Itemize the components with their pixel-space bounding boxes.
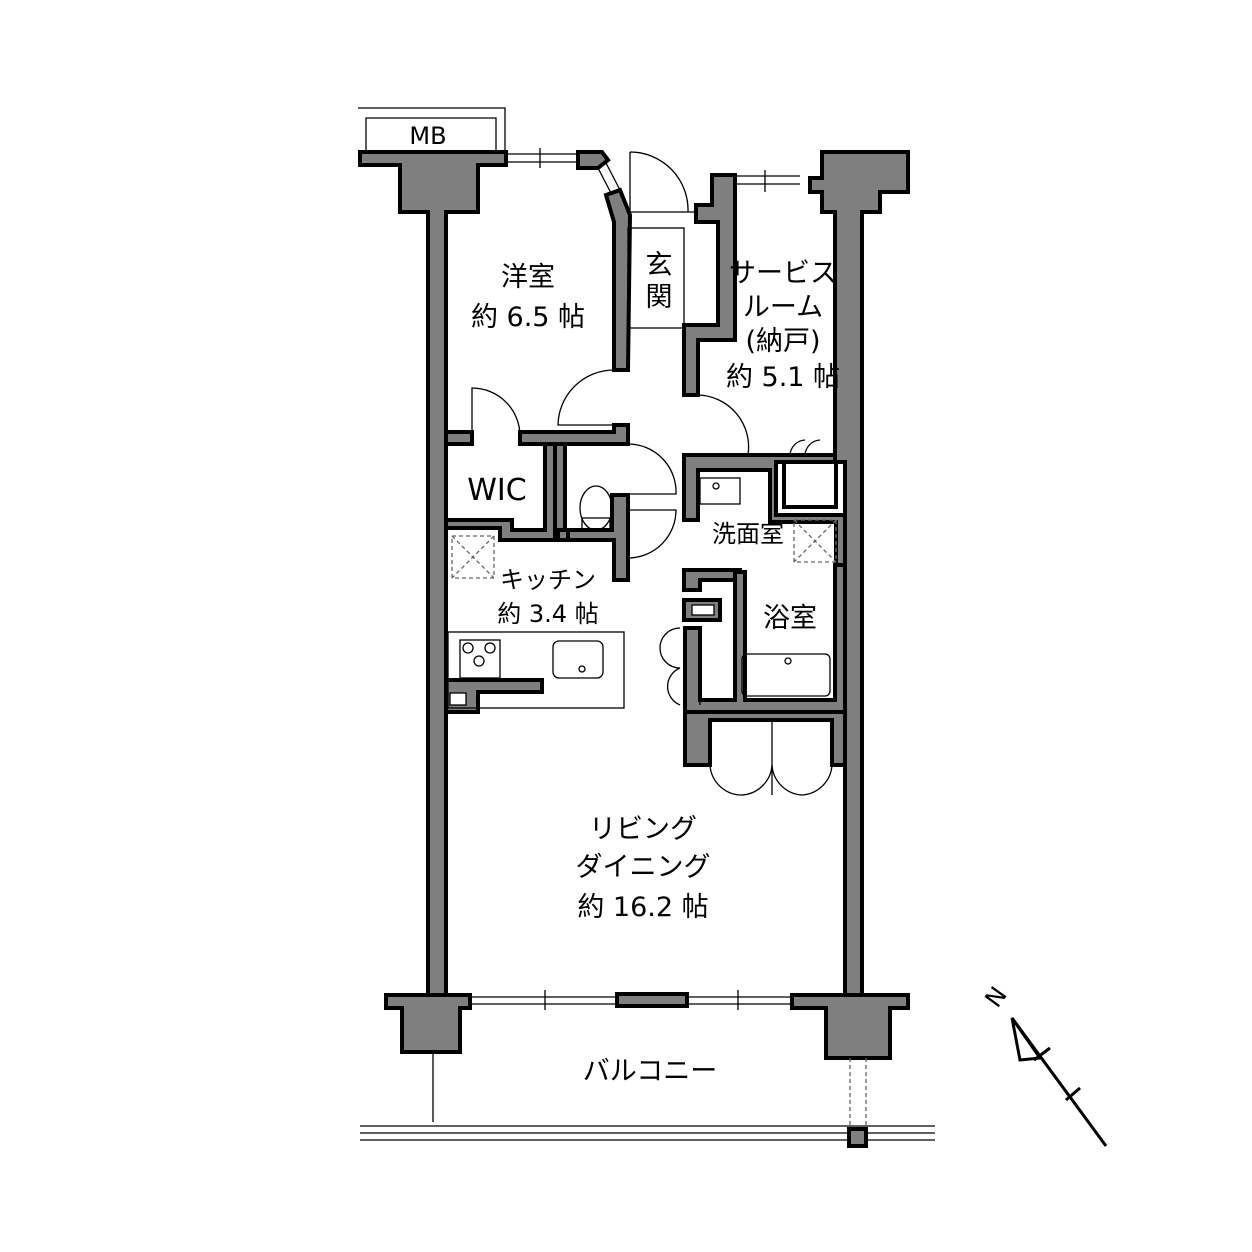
western-room-size: 約 6.5 帖 (471, 302, 585, 333)
ldk-label-1: リビング (589, 814, 697, 845)
ldk-size: 約 16.2 帖 (577, 892, 708, 923)
fixtures (447, 151, 837, 796)
interior-walls (444, 150, 847, 767)
wic-label: WIC (467, 473, 526, 508)
meter-box: MB (358, 107, 506, 152)
washroom-label: 洗面室 (712, 520, 784, 548)
ldk-label-2: ダイニング (576, 852, 711, 883)
bathroom-label: 浴室 (763, 603, 817, 634)
service-room-label-2: ルーム (743, 292, 823, 323)
service-room-label-1: サービス (729, 258, 837, 289)
service-room-size: 約 5.1 帖 (726, 362, 840, 393)
exterior-walls (358, 150, 910, 1060)
entrance-label-2: 関 (646, 282, 673, 313)
kitchen-label: キッチン (500, 566, 596, 594)
kitchen-size: 約 3.4 帖 (497, 600, 598, 628)
balcony-railing (360, 1052, 935, 1148)
north-arrow-icon: N (979, 982, 1108, 1147)
service-room-label-3: (納戸) (745, 326, 820, 357)
room-labels: 洋室 約 6.5 帖 玄 関 サービス ルーム (納戸) 約 5.1 帖 WIC… (467, 250, 840, 1087)
north-label: N (979, 982, 1012, 1013)
entrance-label-1: 玄 (646, 250, 673, 281)
western-room-name: 洋室 (501, 262, 555, 293)
meter-box-label: MB (409, 122, 446, 150)
windows (470, 148, 800, 1010)
balcony-label: バルコニー (583, 1056, 717, 1087)
